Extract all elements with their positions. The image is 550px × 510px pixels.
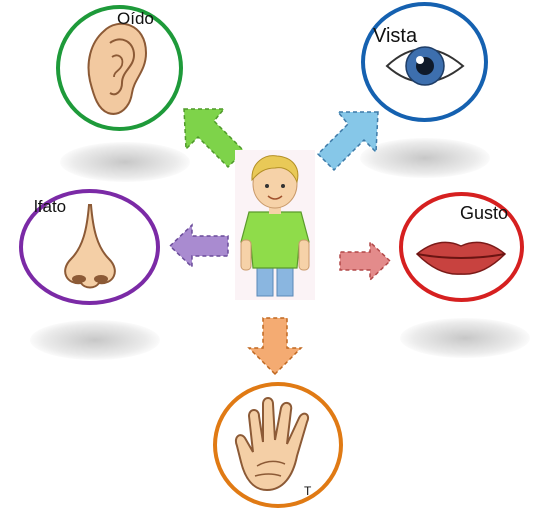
tacto-label: T [304, 484, 312, 498]
arrow-to-tacto [247, 317, 303, 376]
oido-circle[interactable] [56, 5, 183, 131]
olfato-label: lfato [34, 197, 67, 216]
gusto-shadow [400, 318, 530, 358]
gusto-label: Gusto [460, 203, 509, 223]
ear-icon [87, 22, 148, 115]
hand-icon [235, 397, 309, 492]
oido-shadow [60, 142, 190, 182]
vista-label: Vista [373, 25, 418, 47]
eye-icon [385, 46, 465, 86]
lips-icon [415, 241, 507, 275]
gusto-circle[interactable] [399, 192, 524, 302]
vista-shadow [360, 138, 490, 178]
arrow-to-olfato [168, 223, 229, 269]
olfato-shadow [30, 320, 160, 360]
vista-circle[interactable] [361, 2, 488, 122]
arrow-to-oido [183, 108, 246, 169]
boy-icon [235, 150, 315, 300]
olfato-circle[interactable] [19, 189, 160, 305]
arrow-to-gusto [339, 240, 392, 282]
oido-label: Oído [117, 9, 154, 28]
nose-icon [64, 204, 116, 289]
boy-illustration [235, 150, 315, 300]
tacto-circle[interactable] [213, 382, 343, 508]
arrow-to-vista [316, 111, 379, 172]
